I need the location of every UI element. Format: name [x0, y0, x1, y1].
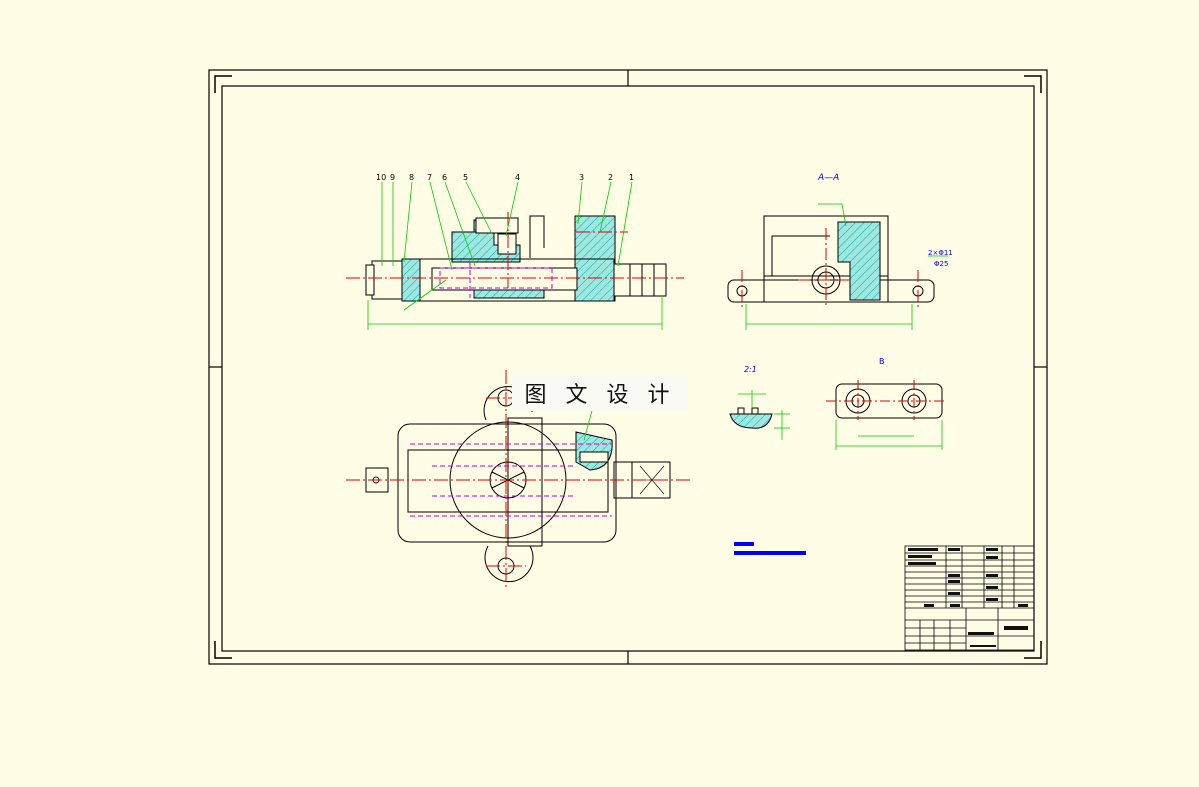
outer-border: [208, 69, 1048, 665]
view-b: B: [826, 357, 946, 450]
balloon-6: 6: [442, 173, 447, 182]
view-b-label: B: [879, 357, 885, 366]
scale-label: 2:1: [744, 365, 757, 374]
hole-note-1: 2×Φ11: [928, 249, 953, 257]
balloon-4: 4: [515, 173, 520, 182]
front-section-view: 10 9 8 7 6 5 4 3 2 1: [346, 173, 684, 330]
balloon-2: 2: [608, 173, 613, 182]
section-label: A—A: [817, 173, 839, 183]
hole-note-2: Φ25: [934, 260, 948, 268]
top-view: [346, 370, 690, 590]
title-block: [904, 545, 1035, 651]
balloon-9: 9: [390, 173, 395, 182]
balloon-3: 3: [579, 173, 584, 182]
balloon-10: 10: [376, 173, 386, 182]
top-view-hatch: [575, 431, 613, 471]
a-a-hatch: [837, 221, 881, 301]
detail-view-2-1: 2:1: [729, 365, 790, 440]
title-block-text: [908, 548, 1028, 647]
balloon-7: 7: [427, 173, 432, 182]
section-view-a-a: A—A 2×Φ11 Φ25: [727, 173, 953, 330]
technical-notes: [734, 542, 806, 555]
balloon-1: 1: [629, 173, 634, 182]
watermark: 图 文 设 计: [512, 375, 688, 411]
balloon-8: 8: [409, 173, 414, 182]
detail-hatch: [729, 413, 773, 429]
balloon-5: 5: [463, 173, 468, 182]
watermark-text: 图 文 设 计: [524, 383, 676, 408]
corner-marks: [214, 75, 1042, 659]
